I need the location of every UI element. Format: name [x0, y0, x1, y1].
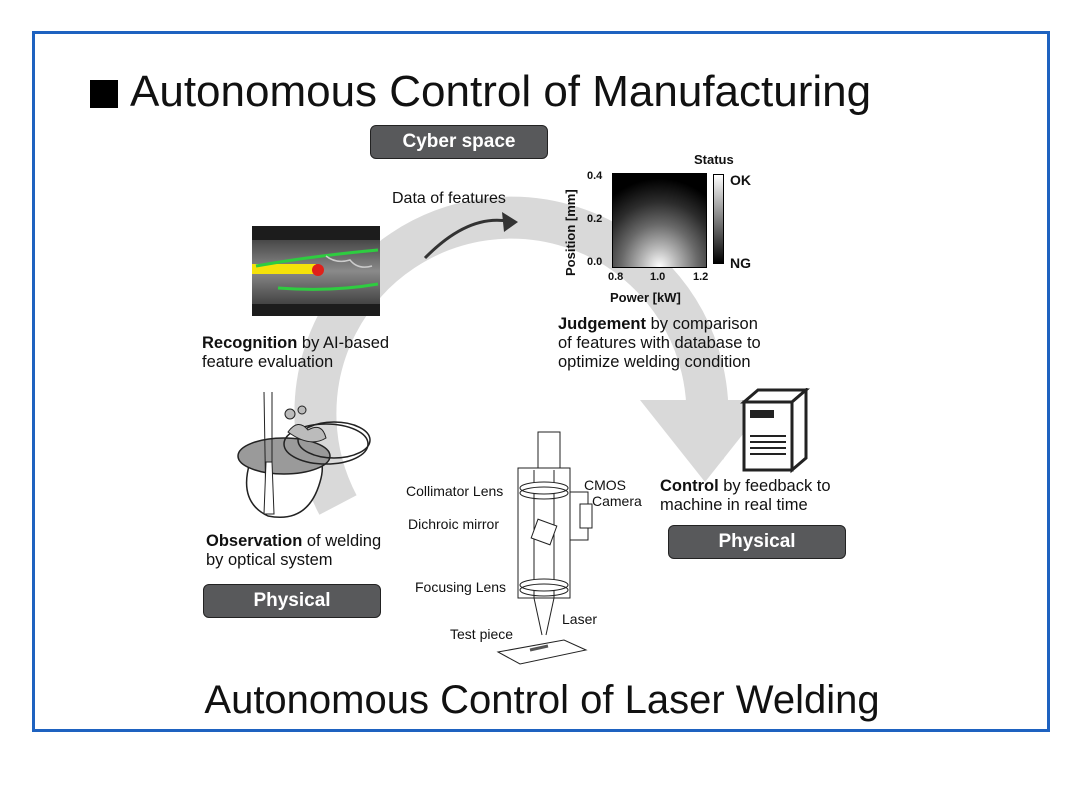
colorbar-ok: OK	[730, 172, 751, 188]
laser-label: Laser	[562, 611, 598, 627]
heatmap-xtick: 1.0	[650, 271, 666, 283]
dichroic-mirror-label: Dichroic mirror	[408, 516, 499, 532]
heatmap-ylabel: Position [mm]	[563, 189, 578, 276]
heatmap-ytick: 0.2	[587, 213, 603, 225]
control-line2: machine in real time	[660, 496, 808, 514]
judgement-bold: Judgement	[558, 315, 647, 333]
observation-caption: Observation of welding by optical system	[206, 532, 381, 570]
title-row: Autonomous Control of Manufacturing	[90, 66, 871, 118]
focusing-lens-label: Focusing Lens	[415, 579, 507, 595]
test-piece-label: Test piece	[450, 626, 514, 642]
control-line1: by feedback to	[718, 477, 831, 495]
weld-camera-image	[252, 226, 380, 316]
cycle-arrow-head	[640, 400, 770, 482]
recognition-bold: Recognition	[202, 334, 298, 352]
collimator-lens-label: Collimator Lens	[406, 483, 504, 499]
heatmap-ytick: 0.0	[587, 256, 603, 268]
cycle-arrow-ring	[294, 196, 729, 515]
judgement-caption: Judgement by comparison of features with…	[558, 315, 761, 372]
recognition-line1: by AI-based	[297, 334, 390, 352]
data-of-features-label: Data of features	[392, 190, 506, 207]
judgement-line3: optimize welding condition	[558, 353, 751, 371]
bullet-square-icon	[90, 80, 118, 108]
heatmap-colorbar	[713, 174, 724, 264]
heatmap-xlabel: Power [kW]	[610, 290, 681, 305]
judgement-line2: of features with database to	[558, 334, 761, 352]
optical-head-illustration	[496, 431, 593, 665]
bottom-title: Autonomous Control of Laser Welding	[204, 678, 880, 722]
observation-line2: by optical system	[206, 551, 333, 569]
data-arrow-head	[502, 212, 518, 232]
colorbar-title: Status	[694, 152, 734, 167]
heatmap-plot	[612, 173, 707, 268]
weld-pool-illustration	[237, 392, 371, 518]
server-icon	[740, 388, 810, 474]
heatmap-xtick: 0.8	[608, 271, 624, 283]
control-caption: Control by feedback to machine in real t…	[660, 477, 831, 515]
cmos-label: CMOS	[584, 477, 626, 493]
physical-badge-left: Physical	[203, 584, 381, 618]
observation-bold: Observation	[206, 532, 303, 550]
camera-label: Camera	[592, 493, 642, 509]
judgement-line1: by comparison	[646, 315, 758, 333]
recognition-line2: feature evaluation	[202, 353, 334, 371]
recognition-caption: Recognition by AI-based feature evaluati…	[202, 334, 389, 372]
heatmap-ytick: 0.4	[587, 170, 603, 182]
observation-line1: of welding	[302, 532, 382, 550]
control-bold: Control	[660, 477, 719, 495]
colorbar-ng: NG	[730, 255, 751, 271]
page-title: Autonomous Control of Manufacturing	[130, 67, 872, 116]
cyber-space-badge: Cyber space	[370, 125, 548, 159]
physical-badge-right: Physical	[668, 525, 846, 559]
heatmap-xtick: 1.2	[693, 271, 709, 283]
